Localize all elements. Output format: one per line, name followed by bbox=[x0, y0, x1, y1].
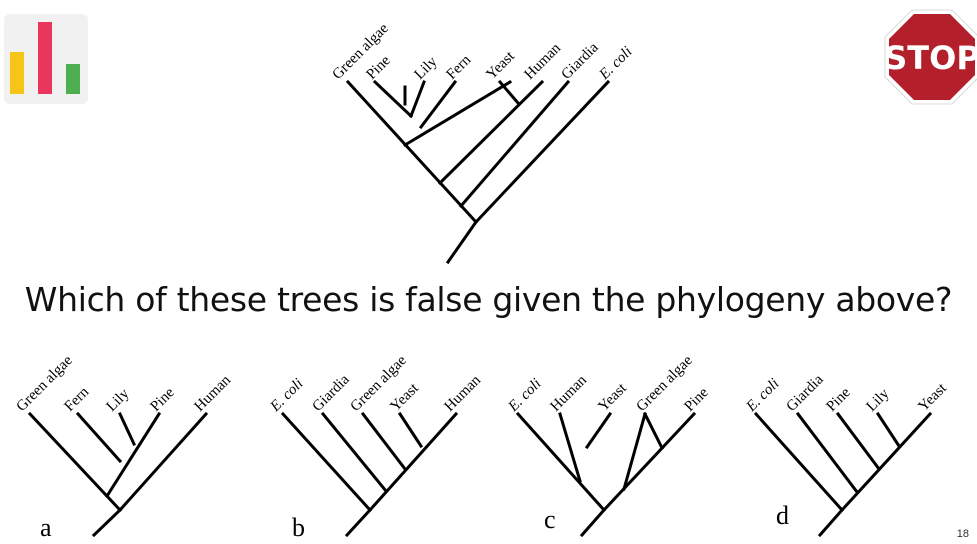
option-letter: b bbox=[292, 513, 305, 542]
option-tree-a[interactable]: Green algae Fern Lily Pine Human a bbox=[0, 330, 260, 544]
option-taxon-label: Yeast bbox=[388, 380, 423, 415]
poll-bar-green bbox=[66, 64, 80, 94]
option-taxon-label: Pine bbox=[148, 384, 178, 414]
option-taxon-label: Lily bbox=[104, 385, 133, 414]
option-taxon-label: Pine bbox=[824, 384, 854, 414]
main-taxon-label: Human bbox=[522, 40, 565, 83]
option-tree-b[interactable]: E. coli Giardia Green algae Yeast Human … bbox=[255, 330, 515, 544]
option-letter: c bbox=[544, 505, 556, 534]
page-number: 18 bbox=[956, 528, 969, 540]
option-taxon-label: Giardia bbox=[784, 371, 827, 414]
option-taxon-label: Lily bbox=[864, 385, 893, 414]
option-taxon-label: E. coli bbox=[505, 376, 545, 416]
stop-sign-text: STOP bbox=[884, 39, 977, 77]
option-taxon-label: Giardia bbox=[310, 371, 353, 414]
option-taxon-label: Human bbox=[442, 372, 485, 415]
option-taxon-label: E. coli bbox=[743, 376, 783, 416]
option-taxon-label: Yeast bbox=[916, 380, 951, 415]
main-taxon-label: Pine bbox=[364, 52, 394, 82]
option-letter: d bbox=[776, 501, 789, 530]
main-taxon-label: Yeast bbox=[484, 48, 519, 83]
option-taxon-label: Human bbox=[548, 372, 591, 415]
option-taxon-label: Human bbox=[192, 372, 235, 415]
option-taxon-label: Yeast bbox=[596, 380, 631, 415]
option-taxon-label: E. coli bbox=[267, 376, 307, 416]
option-taxon-label: Fern bbox=[62, 384, 93, 415]
main-taxon-label: Fern bbox=[444, 52, 475, 83]
poll-bar-yellow bbox=[10, 52, 24, 94]
question-text: Which of these trees is false given the … bbox=[24, 280, 953, 319]
poll-bar-red bbox=[38, 22, 52, 94]
option-letter: a bbox=[40, 513, 52, 542]
option-tree-c[interactable]: E. coli Human Yeast Green algae Pine c bbox=[500, 330, 740, 544]
stop-sign-icon: STOP bbox=[884, 9, 977, 105]
main-taxon-label: Lily bbox=[412, 53, 441, 82]
main-taxon-label: Giardia bbox=[559, 39, 602, 82]
option-tree-d[interactable]: E. coli Giardia Pine Lily Yeast d bbox=[735, 330, 977, 544]
poll-chart-icon bbox=[4, 14, 88, 104]
main-taxon-label: E. coli bbox=[596, 44, 636, 84]
main-phylogeny-tree: Green algae Pine Lily Fern Yeast Human G… bbox=[330, 20, 636, 265]
option-taxon-label: Pine bbox=[682, 384, 712, 414]
